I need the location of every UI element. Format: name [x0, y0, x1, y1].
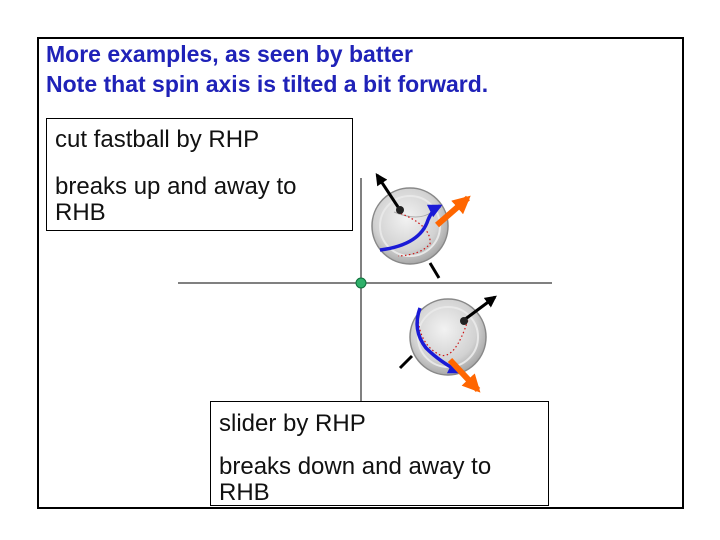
origin-dot	[355, 277, 367, 289]
slider-seam-stitches	[417, 317, 469, 357]
cutter-spin-axis-top	[375, 172, 402, 211]
cutter-seam-stitches	[396, 211, 431, 257]
slider-pitch-name: slider by RHP	[219, 410, 366, 437]
slider-axis-pole	[460, 317, 468, 325]
title-line-1: More examples, as seen by batter	[46, 41, 413, 67]
cutter-break-arrow	[435, 195, 471, 228]
slider-spin-axis-bottom	[398, 354, 414, 370]
cutter-spin-axis-bottom	[428, 262, 441, 279]
cutter-description-box: cut fastball by RHP breaks up and away t…	[46, 118, 353, 231]
cutter-axis-pole	[396, 206, 404, 214]
cutter-pitch-name: cut fastball by RHP	[55, 126, 260, 153]
title-line-2: Note that spin axis is tilted a bit forw…	[46, 71, 489, 97]
cutter-seam-curve	[379, 204, 443, 252]
slider-spin-axis-top	[463, 295, 497, 322]
cutter-break-description-line-1: breaks up and away to	[55, 173, 297, 200]
slide-frame	[37, 37, 684, 509]
cutter-baseball-icon	[371, 187, 449, 265]
slider-break-description-line-1: breaks down and away to	[219, 453, 492, 480]
slider-break-description-line-2: RHB	[219, 479, 270, 506]
slider-break-arrow	[447, 357, 481, 393]
slider-description-box: slider by RHP breaks down and away to RH…	[210, 401, 549, 506]
cutter-break-description-line-2: RHB	[55, 199, 106, 226]
slider-seam-curve	[415, 307, 463, 374]
